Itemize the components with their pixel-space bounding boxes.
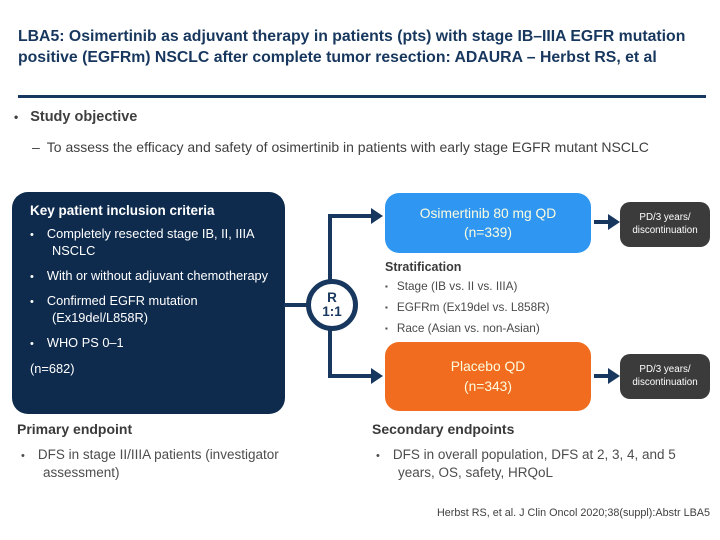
primary-endpoint-heading: Primary endpoint	[17, 421, 133, 437]
title-divider	[18, 95, 706, 98]
connector-line	[594, 374, 610, 378]
outcome-line2: discontinuation	[632, 224, 698, 236]
connector-line	[328, 329, 332, 377]
primary-endpoint-bullet: DFS in stage II/IIIA patients (investiga…	[21, 446, 351, 481]
placebo-arm-label: Placebo QD	[450, 359, 526, 375]
connector-line	[284, 303, 310, 307]
outcome-line1: PD/3 years/	[639, 363, 691, 375]
placebo-arm-box: Placebo QD (n=343)	[385, 342, 591, 411]
connector-line	[328, 374, 372, 378]
inclusion-criteria-box: Key patient inclusion criteria Completel…	[12, 192, 285, 414]
arrow-to-osimertinib-icon	[371, 208, 383, 224]
osimertinib-arm-label: Osimertinib 80 mg QD	[419, 205, 557, 221]
inclusion-criteria-title: Key patient inclusion criteria	[30, 203, 215, 218]
connector-line	[328, 214, 372, 218]
stratification-bullet: Stage (IB vs. II vs. IIIA)	[385, 280, 615, 293]
connector-line	[328, 216, 332, 282]
stratification-bullet: Race (Asian vs. non-Asian)	[385, 321, 615, 335]
arrow-to-placebo-icon	[371, 368, 383, 384]
outcome-box-placebo: PD/3 years/ discontinuation	[620, 354, 710, 399]
placebo-arm-n: (n=343)	[464, 378, 512, 394]
stratification-bullet: EGFRm (Ex19del vs. L858R)	[385, 300, 615, 314]
slide-title: LBA5: Osimertinib as adjuvant therapy in…	[18, 28, 686, 66]
study-objective-heading: Study objective	[14, 109, 137, 125]
stratification-block: Stratification Stage (IB vs. II vs. IIIA…	[385, 260, 615, 343]
osimertinib-arm-n: (n=339)	[464, 225, 512, 240]
outcome-line1: PD/3 years/	[639, 211, 691, 223]
secondary-endpoints-heading: Secondary endpoints	[372, 421, 515, 437]
osimertinib-arm-box: Osimertinib 80 mg QD (n=339)	[385, 193, 591, 253]
inclusion-bullet: Completely resected stage IB, II, IIIA N…	[30, 226, 273, 259]
arrow-to-outcome-icon	[608, 214, 620, 230]
secondary-endpoints-bullet: DFS in overall population, DFS at 2, 3, …	[376, 446, 712, 481]
stratification-heading: Stratification	[385, 260, 462, 274]
randomization-ratio-label: 1:1	[322, 304, 342, 319]
inclusion-bullet: WHO PS 0–1	[30, 335, 273, 352]
inclusion-n-count: (n=682)	[30, 360, 75, 376]
inclusion-bullet: With or without adjuvant chemotherapy	[30, 268, 273, 285]
connector-line	[594, 220, 610, 224]
randomization-r-label: R	[327, 289, 337, 305]
citation-footer: Herbst RS, et al. J Clin Oncol 2020;38(s…	[436, 507, 710, 519]
outcome-box-osimertinib: PD/3 years/ discontinuation	[620, 202, 710, 247]
study-objective-text: To assess the efficacy and safety of osi…	[32, 138, 662, 157]
randomization-circle: R 1:1	[306, 279, 358, 331]
arrow-to-outcome-icon	[608, 368, 620, 384]
inclusion-bullet: Confirmed EGFR mutation (Ex19del/L858R)	[30, 293, 273, 326]
outcome-line2: discontinuation	[632, 376, 698, 388]
